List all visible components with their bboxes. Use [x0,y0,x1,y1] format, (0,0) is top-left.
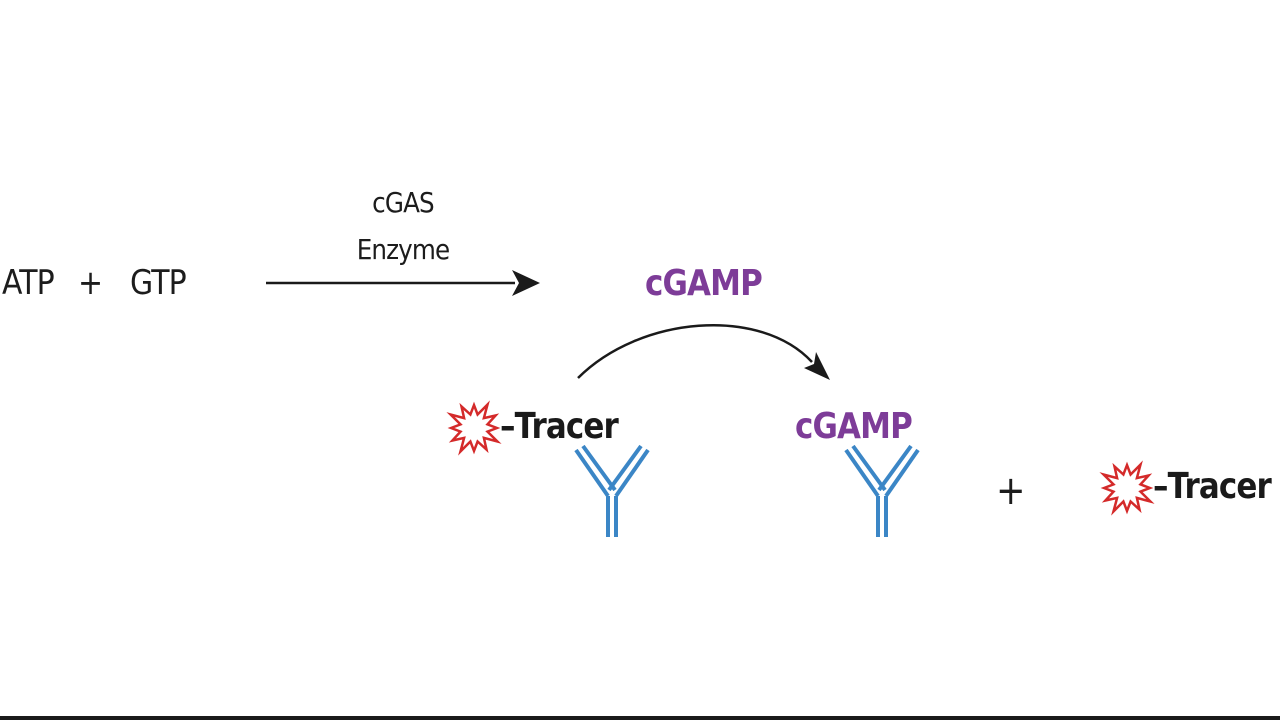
bottom-border [0,716,1280,720]
substrate-gtp: GTP [130,263,187,303]
reaction-arrow [266,270,540,296]
enzyme-label: Enzyme [356,233,450,266]
enzyme-name: cGAS [372,186,435,219]
substrate-atp: ATP [2,263,55,303]
bound-cgamp-label: cGAMP [795,406,913,447]
plus-sign: + [996,468,1025,514]
free-tracer-label: –Tracer [1153,466,1272,507]
plus-sign: + [78,263,103,303]
starburst-icon [1099,460,1155,516]
starburst-icon [446,400,502,456]
product-cgamp: cGAMP [645,263,763,304]
bound-tracer-label: –Tracer [500,406,619,447]
antibody-icon [574,444,650,537]
displacement-arrow [577,324,830,380]
antibody-icon [844,444,920,537]
